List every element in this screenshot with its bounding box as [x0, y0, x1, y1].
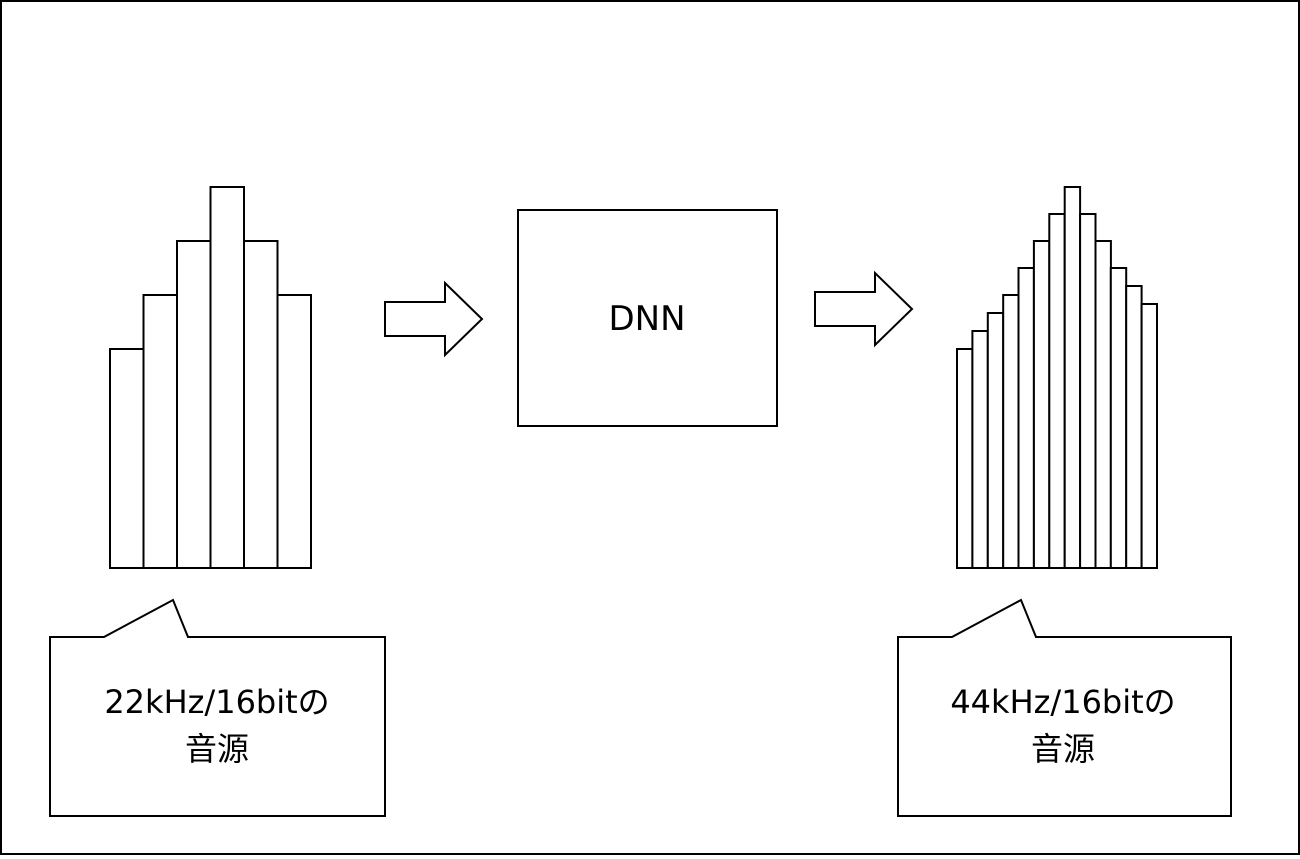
output-spectrum-bar [1063, 186, 1082, 569]
dnn-label: DNN [608, 299, 685, 339]
output-spectrum-bar [1125, 285, 1143, 569]
output-spectrum-bar [1002, 294, 1020, 569]
arrow-right-icon [814, 270, 914, 348]
input-callout-line2: 音源 [185, 730, 249, 768]
output-spectrum-bar [1048, 213, 1066, 569]
input-spectrum-bar [142, 294, 178, 569]
input-spectrum-bar [209, 186, 245, 569]
output-spectrum-bar [1140, 303, 1158, 569]
output-callout-line2: 音源 [1031, 730, 1095, 768]
dnn-box [517, 209, 778, 427]
output-spectrum-bar [956, 348, 974, 569]
output-spectrum-bar [986, 312, 1005, 569]
input-callout-line1: 22kHz/16bitの [104, 683, 329, 721]
output-spectrum-bar [1094, 240, 1112, 569]
output-spectrum [956, 186, 1158, 569]
output-callout [897, 598, 1232, 817]
output-spectrum-bar [971, 330, 989, 569]
output-spectrum-bar [1079, 213, 1097, 569]
input-spectrum [109, 186, 312, 569]
input-spectrum-bar [276, 294, 312, 569]
output-spectrum-bar [1017, 267, 1035, 569]
output-spectrum-bar [1109, 267, 1128, 569]
output-spectrum-bar [1032, 240, 1051, 569]
output-callout-line1: 44kHz/16bitの [950, 683, 1175, 721]
input-spectrum-bar [243, 240, 279, 569]
input-callout [49, 598, 386, 817]
arrow-right-icon [384, 280, 484, 358]
input-spectrum-bar [109, 348, 145, 569]
input-spectrum-bar [176, 240, 212, 569]
